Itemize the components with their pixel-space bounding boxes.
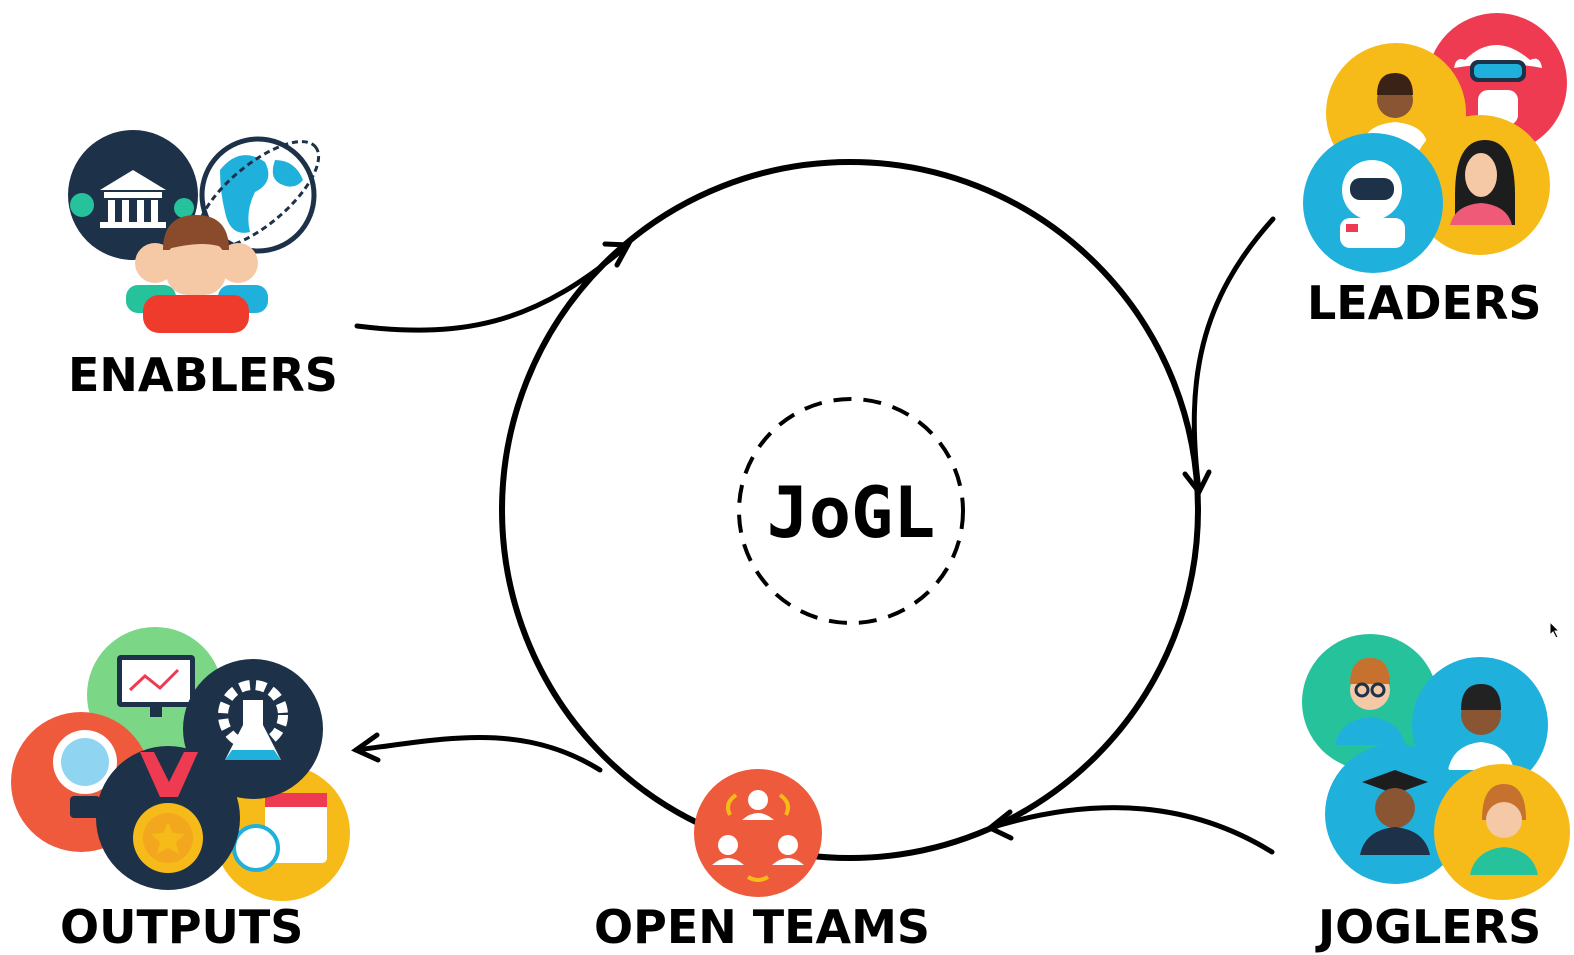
- woman-icon: [1450, 140, 1515, 225]
- man-icon: [1448, 684, 1514, 770]
- medal-icon: [133, 752, 203, 873]
- arrow-joglers-to-cycle: [985, 805, 1275, 855]
- outputs-label: OUTPUTS: [60, 900, 304, 954]
- monitor-chart-icon: [117, 655, 195, 717]
- lightbulb-brain-icon: [53, 730, 117, 818]
- main-cycle-circle: [499, 159, 1201, 861]
- leaders-label: LEADERS: [1307, 276, 1542, 330]
- arrow-cycle-to-outputs: [351, 732, 603, 773]
- globe-icon: [195, 136, 321, 254]
- people-icon: [126, 215, 268, 333]
- enablers-icon: [68, 130, 321, 333]
- graduate-icon: [1360, 770, 1430, 855]
- enablers-label: ENABLERS: [68, 348, 338, 402]
- arrow-leaders-to-cycle: [1182, 216, 1276, 497]
- bank-icon: [70, 170, 194, 228]
- center-title: JoGL: [767, 472, 936, 554]
- center-dashed-circle: [737, 397, 965, 625]
- open-teams-label: OPEN TEAMS: [594, 900, 931, 954]
- joglers-label: JOGLERS: [1318, 900, 1542, 954]
- joglers-icon: [1302, 634, 1570, 900]
- arrow-enablers-to-cycle: [354, 241, 633, 333]
- woman-apron-icon: [1470, 784, 1538, 875]
- calendar-clock-icon: [232, 793, 327, 872]
- leaders-icon: [1303, 13, 1567, 273]
- man-glasses-icon: [1335, 658, 1405, 745]
- mouse-cursor-icon: [1549, 621, 1561, 639]
- open-teams-icon: [694, 769, 822, 897]
- outputs-icon: [11, 627, 350, 901]
- gear-flask-icon: [218, 680, 288, 760]
- astronaut-icon: [1340, 160, 1405, 248]
